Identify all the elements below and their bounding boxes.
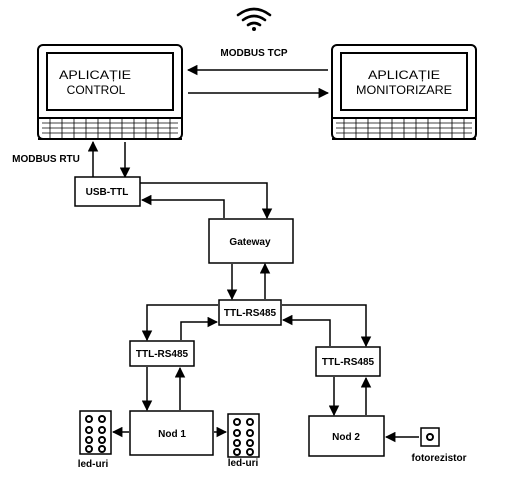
ttl-rs485-left-label: TTL-RS485 <box>136 349 189 360</box>
leds-right-label: led-uri <box>228 458 259 469</box>
monitor-app-label-line1: APLICAȚIE <box>368 68 440 82</box>
led-panel-icon <box>79 410 112 455</box>
laptop-icon <box>331 44 477 140</box>
modbus-rtu-label: MODBUS RTU <box>12 154 80 165</box>
control-app-label-line2: CONTROL <box>67 83 126 97</box>
gateway-box <box>208 218 294 264</box>
monitor-app-label-line2: MONITORIZARE <box>356 83 452 97</box>
node1-box <box>129 410 214 456</box>
leds-left-label: led-uri <box>78 459 109 470</box>
node2-label: Nod 2 <box>332 432 360 443</box>
arrow-main-to-right-rs485 <box>282 304 372 348</box>
arrow-main-to-left-rs485 <box>141 304 218 342</box>
node2-box <box>308 415 385 457</box>
node1-label: Nod 1 <box>158 429 186 440</box>
ttl-rs485-right-label: TTL-RS485 <box>322 357 375 368</box>
arrow-usbttl-to-gateway <box>140 182 273 220</box>
usb-ttl-box <box>74 176 141 207</box>
modbus-tcp-label: MODBUS TCP <box>220 48 288 59</box>
led-panel-icon <box>227 413 260 458</box>
control-app-label-line1: APLICAȚIE <box>59 68 131 82</box>
gateway-label: Gateway <box>229 237 271 248</box>
photoresistor-label: fotorezistor <box>412 453 467 464</box>
wifi-icon <box>236 7 272 31</box>
arrow-gateway-to-usbttl <box>140 194 225 218</box>
ttl-rs485-main-box <box>218 299 282 326</box>
laptop-icon <box>37 44 183 140</box>
arrow-right-to-main-rs485 <box>281 314 331 346</box>
ttl-rs485-left-box <box>129 340 195 367</box>
arrow-left-to-main-rs485 <box>180 316 219 340</box>
usb-ttl-label: USB-TTL <box>86 187 129 198</box>
ttl-rs485-right-box <box>315 346 381 377</box>
ttl-rs485-main-label: TTL-RS485 <box>224 308 277 319</box>
photoresistor-icon <box>420 427 440 447</box>
